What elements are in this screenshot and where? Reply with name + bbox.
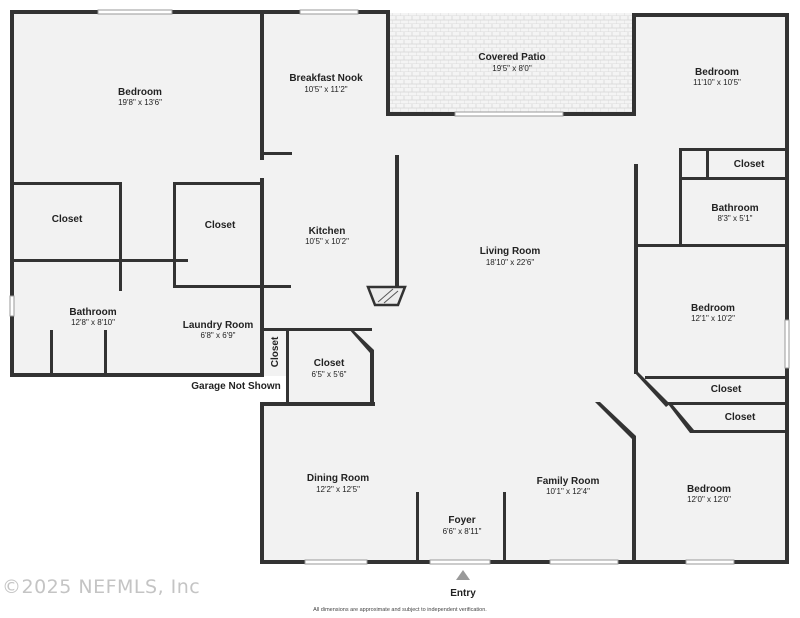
svg-text:18'10" x 22'6": 18'10" x 22'6": [486, 258, 534, 267]
svg-text:Covered Patio: Covered Patio: [478, 52, 545, 63]
svg-text:Closet: Closet: [52, 214, 83, 225]
room-dining-room: Dining Room 12'2" x 12'5": [307, 473, 369, 494]
room-covered-patio: Covered Patio 19'5" x 8'0": [478, 52, 545, 73]
room-foyer: Foyer 6'6" x 8'11": [443, 515, 482, 536]
svg-text:12'8" x 8'10": 12'8" x 8'10": [71, 318, 115, 327]
svg-text:Family Room: Family Room: [537, 476, 600, 487]
room-bedroom-ne: Bedroom 11'10" x 10'5": [693, 67, 741, 87]
room-bedroom-nw: Bedroom 19'8" x 13'6": [118, 87, 162, 107]
svg-text:Kitchen: Kitchen: [309, 226, 346, 237]
entry-label: Entry: [450, 588, 476, 599]
svg-text:6'6" x 8'11": 6'6" x 8'11": [443, 527, 482, 536]
room-breakfast-nook: Breakfast Nook 10'5" x 11'2": [289, 73, 363, 94]
room-bedroom-se: Bedroom 12'0" x 12'0": [687, 484, 731, 504]
room-living-room: Living Room 18'10" x 22'6": [480, 246, 541, 267]
room-closet-w1: Closet: [52, 214, 83, 225]
windows: [9, 9, 790, 565]
svg-text:Foyer: Foyer: [448, 515, 475, 526]
svg-text:Closet: Closet: [734, 159, 765, 170]
watermark: ©2025 NEFMLS, Inc: [2, 576, 201, 598]
room-closet-e2: Closet: [725, 412, 756, 423]
svg-text:Living Room: Living Room: [480, 246, 541, 257]
svg-text:Closet: Closet: [725, 412, 756, 423]
room-laundry-room: Laundry Room 6'8" x 6'9": [183, 320, 254, 340]
svg-text:Bathroom: Bathroom: [711, 203, 758, 214]
svg-text:12'2" x 12'5": 12'2" x 12'5": [316, 485, 360, 494]
svg-text:Bedroom: Bedroom: [687, 484, 731, 495]
svg-text:Bedroom: Bedroom: [691, 303, 735, 314]
svg-text:Closet: Closet: [711, 384, 742, 395]
room-closet-e1: Closet: [711, 384, 742, 395]
room-bathroom-w: Bathroom 12'8" x 8'10": [69, 307, 116, 327]
walls: [10, 10, 789, 564]
svg-text:11'10" x 10'5": 11'10" x 10'5": [693, 78, 741, 87]
room-bedroom-e: Bedroom 12'1" x 10'2": [691, 303, 735, 323]
room-closet-mid: Closet 6'5" x 5'6": [312, 358, 347, 379]
room-kitchen: Kitchen 10'5" x 10'2": [305, 226, 349, 246]
room-closet-w2: Closet: [205, 220, 236, 231]
patio-floor: [390, 13, 635, 116]
svg-text:Closet: Closet: [314, 358, 345, 369]
disclaimer: All dimensions are approximate and subje…: [313, 607, 487, 613]
svg-text:Closet: Closet: [270, 336, 281, 367]
svg-text:19'5" x 8'0": 19'5" x 8'0": [492, 64, 532, 73]
svg-text:10'1" x 12'4": 10'1" x 12'4": [546, 487, 590, 496]
svg-text:Dining Room: Dining Room: [307, 473, 369, 484]
entry-arrow-icon: [456, 570, 470, 580]
svg-text:8'3" x 5'1": 8'3" x 5'1": [718, 214, 753, 223]
room-closet-small: Closet: [270, 336, 281, 367]
svg-text:10'5" x 10'2": 10'5" x 10'2": [305, 237, 349, 246]
garage-label: Garage Not Shown: [191, 381, 280, 392]
svg-text:Laundry Room: Laundry Room: [183, 320, 254, 331]
svg-text:Bedroom: Bedroom: [118, 87, 162, 98]
svg-text:Bathroom: Bathroom: [69, 307, 116, 318]
svg-text:Closet: Closet: [205, 220, 236, 231]
svg-text:6'8" x 6'9": 6'8" x 6'9": [201, 331, 236, 340]
svg-text:Bedroom: Bedroom: [695, 67, 739, 78]
svg-text:6'5" x 5'6": 6'5" x 5'6": [312, 370, 347, 379]
room-closet-ne: Closet: [734, 159, 765, 170]
room-family-room: Family Room 10'1" x 12'4": [537, 476, 600, 496]
svg-text:19'8" x 13'6": 19'8" x 13'6": [118, 98, 162, 107]
room-bathroom-e: Bathroom 8'3" x 5'1": [711, 203, 758, 223]
svg-text:Breakfast Nook: Breakfast Nook: [289, 73, 363, 84]
svg-text:12'1" x 10'2": 12'1" x 10'2": [691, 314, 735, 323]
svg-text:12'0" x 12'0": 12'0" x 12'0": [687, 495, 731, 504]
svg-text:10'5" x 11'2": 10'5" x 11'2": [304, 85, 347, 94]
